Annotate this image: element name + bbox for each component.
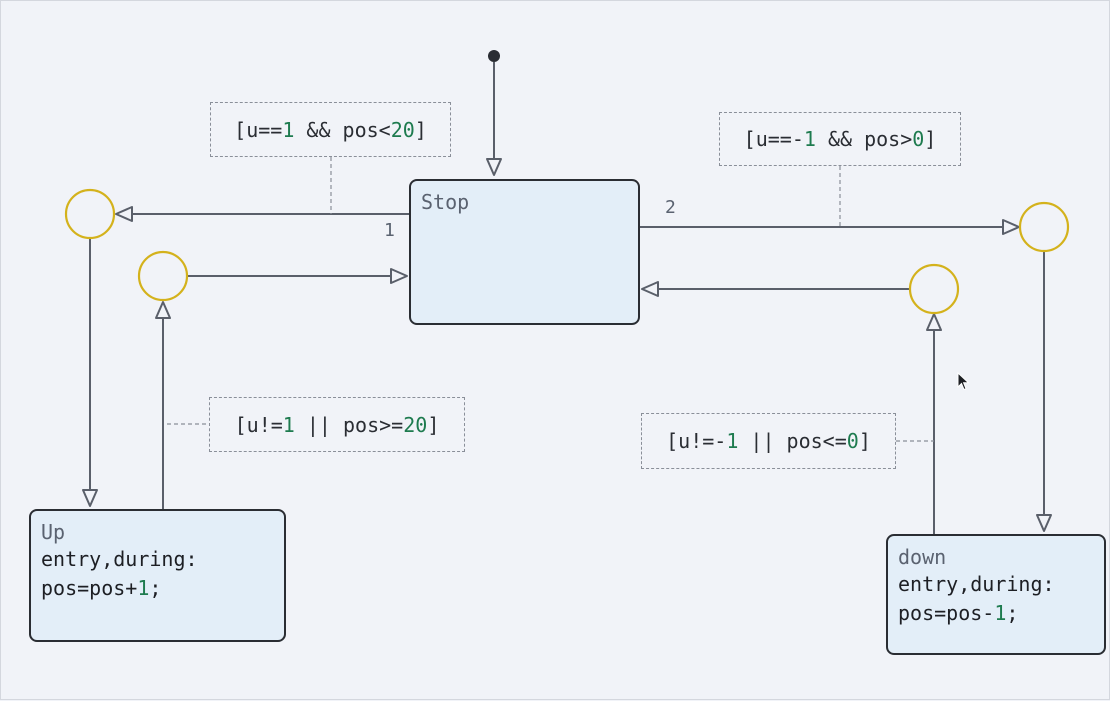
state-down[interactable]: down entry,during: pos=pos-1; [886, 534, 1106, 655]
junction-down-entry [1018, 201, 1070, 253]
state-down-action-label: entry,during: [898, 572, 1055, 596]
guard-up-exit[interactable]: [u!=1 || pos>=20] [209, 397, 465, 452]
state-stop-name: Stop [421, 190, 470, 214]
mouse-cursor-icon [957, 372, 970, 391]
default-transition-dot [488, 50, 500, 62]
state-stop[interactable]: Stop [409, 179, 640, 325]
guard-down-exit[interactable]: [u!=-1 || pos<=0] [641, 413, 896, 469]
state-up-action-label: entry,during: [41, 547, 198, 571]
state-up-name: Up [41, 520, 66, 544]
guard-down-enter[interactable]: [u==-1 && pos>0] [719, 112, 961, 166]
transition-order-1: 1 [384, 220, 395, 241]
junction-down-return [908, 263, 960, 315]
default-transition[interactable] [486, 50, 502, 176]
junction-up-entry [64, 188, 116, 240]
guard-up-enter[interactable]: [u==1 && pos<20] [210, 102, 451, 157]
state-down-action: pos=pos-1; [898, 601, 1019, 625]
junction-up-return [137, 250, 189, 302]
guard-leader-lines [167, 157, 934, 442]
state-up[interactable]: Up entry,during: pos=pos+1; [29, 509, 286, 642]
state-up-action: pos=pos+1; [41, 576, 162, 600]
state-down-name: down [898, 545, 947, 569]
transition-order-2: 2 [665, 197, 676, 218]
